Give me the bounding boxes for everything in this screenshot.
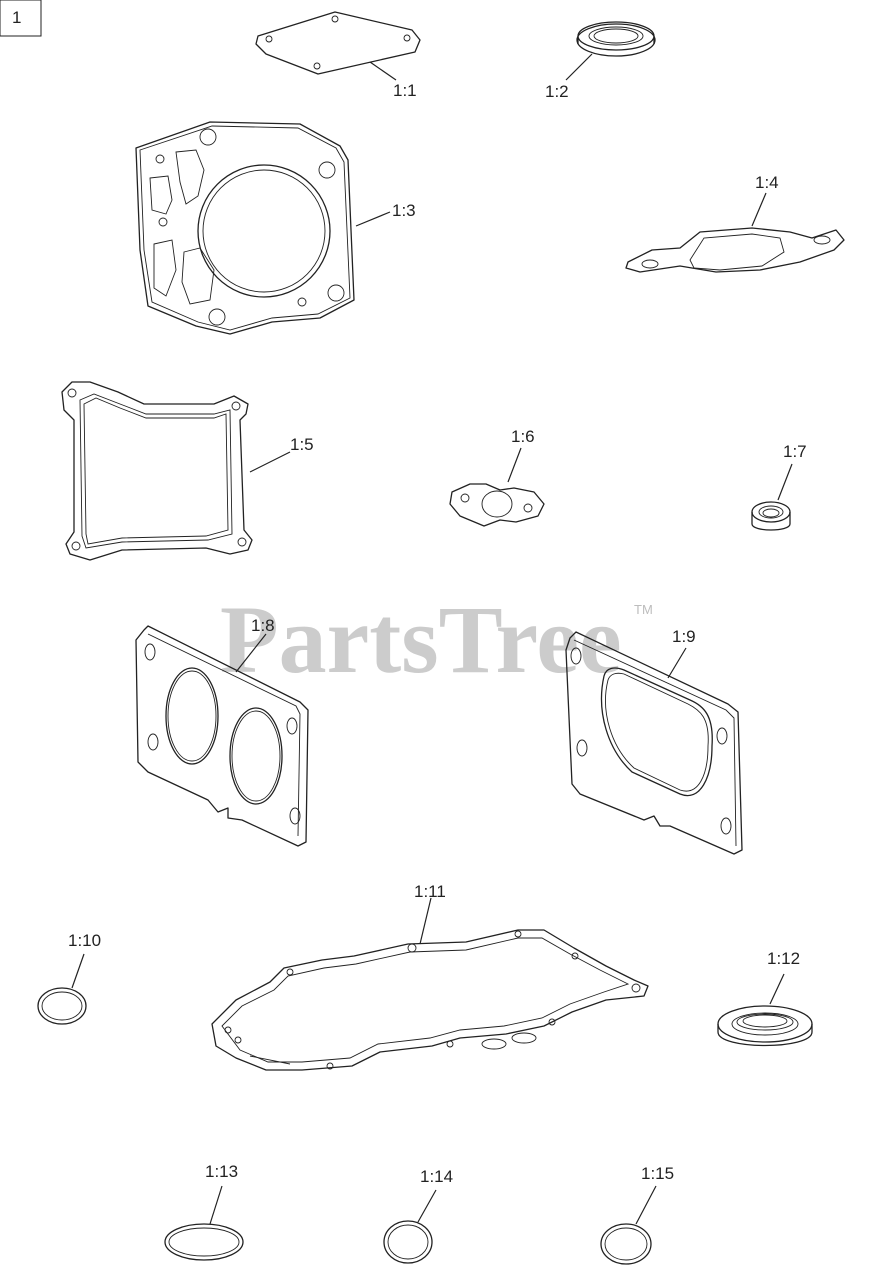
part-1-3[interactable]: 1:3 bbox=[135, 121, 416, 335]
intake-gasket-icon bbox=[135, 625, 309, 847]
part-label: 1:10 bbox=[68, 931, 101, 950]
part-label: 1:7 bbox=[783, 442, 807, 461]
o-ring-icon bbox=[37, 987, 87, 1025]
part-1-15[interactable]: 1:15 bbox=[600, 1164, 674, 1265]
crankshaft-seal-icon bbox=[717, 1005, 813, 1047]
part-label: 1:2 bbox=[545, 82, 569, 101]
part-1-6[interactable]: 1:6 bbox=[449, 427, 545, 527]
valve-cover-gasket-icon bbox=[61, 381, 253, 561]
crankcase-gasket-icon bbox=[211, 929, 649, 1071]
watermark-text: PartsTree bbox=[220, 586, 622, 693]
part-1-10[interactable]: 1:10 bbox=[37, 931, 101, 1025]
part-1-14[interactable]: 1:14 bbox=[383, 1167, 453, 1264]
part-label: 1:5 bbox=[290, 435, 314, 454]
part-1-2[interactable]: 1:2 bbox=[545, 21, 656, 101]
o-ring-icon bbox=[164, 1223, 244, 1261]
o-ring-icon bbox=[383, 1220, 433, 1264]
part-label: 1:11 bbox=[414, 882, 446, 901]
part-label: 1:3 bbox=[392, 201, 416, 220]
o-ring-icon bbox=[600, 1223, 652, 1265]
flange-gasket-icon bbox=[625, 227, 845, 273]
cylinder-head-gasket-icon bbox=[135, 121, 355, 335]
watermark: PartsTree TM bbox=[220, 586, 653, 693]
part-1-8[interactable]: 1:8 bbox=[135, 616, 309, 847]
cover-gasket-icon bbox=[255, 11, 421, 75]
part-label: 1:6 bbox=[511, 427, 535, 446]
part-label: 1:9 bbox=[672, 627, 696, 646]
part-1-11[interactable]: 1:11 bbox=[211, 882, 649, 1071]
part-1-13[interactable]: 1:13 bbox=[164, 1162, 244, 1261]
part-label: 1:1 bbox=[393, 81, 417, 100]
part-label: 1:15 bbox=[641, 1164, 674, 1183]
part-label: 1:13 bbox=[205, 1162, 238, 1181]
part-label: 1:12 bbox=[767, 949, 800, 968]
part-label: 1:14 bbox=[420, 1167, 453, 1186]
small-seal-icon bbox=[751, 501, 791, 531]
part-1-9[interactable]: 1:9 bbox=[565, 627, 743, 855]
part-1-4[interactable]: 1:4 bbox=[625, 173, 845, 273]
oil-seal-icon bbox=[576, 21, 656, 57]
part-1-12[interactable]: 1:12 bbox=[717, 949, 813, 1047]
part-1-5[interactable]: 1:5 bbox=[61, 381, 314, 561]
part-1-1[interactable]: 1:1 bbox=[255, 11, 421, 100]
page-number: 1 bbox=[12, 8, 21, 27]
page-number-box: 1 bbox=[0, 0, 42, 37]
plate-gasket-icon bbox=[565, 631, 743, 855]
part-1-7[interactable]: 1:7 bbox=[751, 442, 807, 531]
part-label: 1:4 bbox=[755, 173, 779, 192]
part-label: 1:8 bbox=[251, 616, 275, 635]
exhaust-gasket-icon bbox=[449, 483, 545, 527]
watermark-trademark: TM bbox=[634, 602, 653, 617]
